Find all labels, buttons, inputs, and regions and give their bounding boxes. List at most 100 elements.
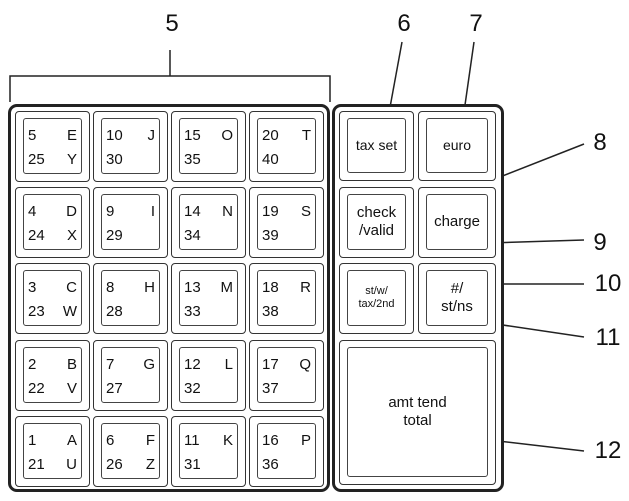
- check-valid-key[interactable]: check /valid: [339, 187, 414, 258]
- key-label-bl: 35: [184, 151, 201, 168]
- key-label-tl: 15: [184, 127, 201, 144]
- check-valid-label: check /valid: [356, 204, 397, 239]
- key-label-tr: R: [300, 279, 311, 296]
- key-label-tr: J: [147, 127, 156, 144]
- key-label-tl: 11: [184, 432, 200, 449]
- key-label-tl: 12: [184, 356, 201, 373]
- st-w-tax-2nd-label: st/w/ tax/2nd: [358, 285, 395, 310]
- key-label-tr: M: [220, 279, 234, 296]
- key-label-tl: 7: [106, 356, 115, 373]
- key-label-tr: P: [300, 432, 311, 449]
- callout-5: 5: [165, 10, 179, 37]
- amt-tend-total-key[interactable]: amt tend total: [339, 340, 496, 485]
- key-label-bl: 37: [262, 380, 279, 397]
- charge-label: charge: [434, 213, 480, 230]
- key-label-tl: 10: [106, 127, 123, 144]
- number-key[interactable]: 19 S 39: [249, 187, 324, 258]
- tax-set-label: tax set: [355, 137, 398, 153]
- key-label-br: X: [66, 227, 77, 244]
- key-label-tl: 18: [262, 279, 279, 296]
- key-label-tl: 2: [28, 356, 37, 373]
- key-face: [101, 347, 160, 403]
- key-face: [257, 194, 316, 250]
- key-label-tl: 17: [262, 356, 279, 373]
- tax-set-key[interactable]: tax set: [339, 111, 414, 181]
- key-label-tl: 13: [184, 279, 201, 296]
- key-face: [179, 194, 238, 250]
- key-face: [101, 118, 160, 174]
- key-label-tr: S: [300, 203, 311, 220]
- key-label-br: W: [62, 303, 77, 320]
- key-label-bl: 32: [184, 380, 201, 397]
- key-face: [179, 347, 238, 403]
- number-key[interactable]: 12 L 32: [171, 340, 246, 411]
- key-label-bl: 22: [28, 380, 45, 397]
- key-label-tr: A: [66, 432, 77, 449]
- charge-key[interactable]: charge: [418, 187, 496, 258]
- key-label-tr: K: [222, 432, 233, 449]
- callout-12: 12: [594, 437, 622, 464]
- key-label-tl: 6: [106, 432, 115, 449]
- key-label-bl: 24: [28, 227, 45, 244]
- bracket-5: [9, 50, 331, 102]
- hash-st-ns-key[interactable]: #/ st/ns: [418, 263, 496, 334]
- key-label-tr: Q: [299, 356, 311, 373]
- callout-10: 10: [594, 270, 622, 297]
- key-label-bl: 23: [28, 303, 45, 320]
- key-label-tl: 20: [262, 127, 279, 144]
- key-label-tr: C: [66, 279, 77, 296]
- key-label-tr: B: [66, 356, 77, 373]
- key-label-tr: H: [144, 279, 155, 296]
- key-label-bl: 21: [28, 456, 45, 473]
- euro-key[interactable]: euro: [418, 111, 496, 181]
- key-label-tr: I: [150, 203, 155, 220]
- key-label-bl: 29: [106, 227, 123, 244]
- number-key[interactable]: 18 R 38: [249, 263, 324, 334]
- number-key[interactable]: 17 Q 37: [249, 340, 324, 411]
- key-face: [179, 270, 238, 326]
- key-label-tl: 19: [262, 203, 279, 220]
- key-label-tr: T: [301, 127, 311, 144]
- key-label-br: U: [66, 456, 77, 473]
- key-face: [257, 423, 316, 479]
- key-face: [257, 118, 316, 174]
- key-label-tl: 5: [28, 127, 37, 144]
- key-face: [101, 194, 160, 250]
- euro-label: euro: [442, 137, 472, 153]
- callout-8: 8: [593, 129, 607, 156]
- key-label-bl: 38: [262, 303, 279, 320]
- key-label-tl: 14: [184, 203, 201, 220]
- number-key[interactable]: 1 A 21 U: [15, 416, 90, 487]
- callout-7: 7: [469, 10, 483, 37]
- st-w-tax-2nd-key[interactable]: st/w/ tax/2nd: [339, 263, 414, 334]
- callout-6: 6: [397, 10, 411, 37]
- key-face: [101, 423, 160, 479]
- key-label-bl: 39: [262, 227, 279, 244]
- key-label-tl: 1: [28, 432, 37, 449]
- key-label-tl: 4: [28, 203, 37, 220]
- key-label-tr: E: [66, 127, 77, 144]
- key-label-tl: 3: [28, 279, 37, 296]
- key-label-tr: L: [224, 356, 233, 373]
- number-key[interactable]: 3 C 23 W: [15, 263, 90, 334]
- key-label-tr: G: [143, 356, 155, 373]
- key-face: [257, 347, 316, 403]
- key-label-tl: 8: [106, 279, 115, 296]
- key-label-br: Y: [66, 151, 77, 168]
- hash-st-ns-label: #/ st/ns: [441, 280, 473, 315]
- amt-tend-total-label: amt tend total: [388, 394, 447, 429]
